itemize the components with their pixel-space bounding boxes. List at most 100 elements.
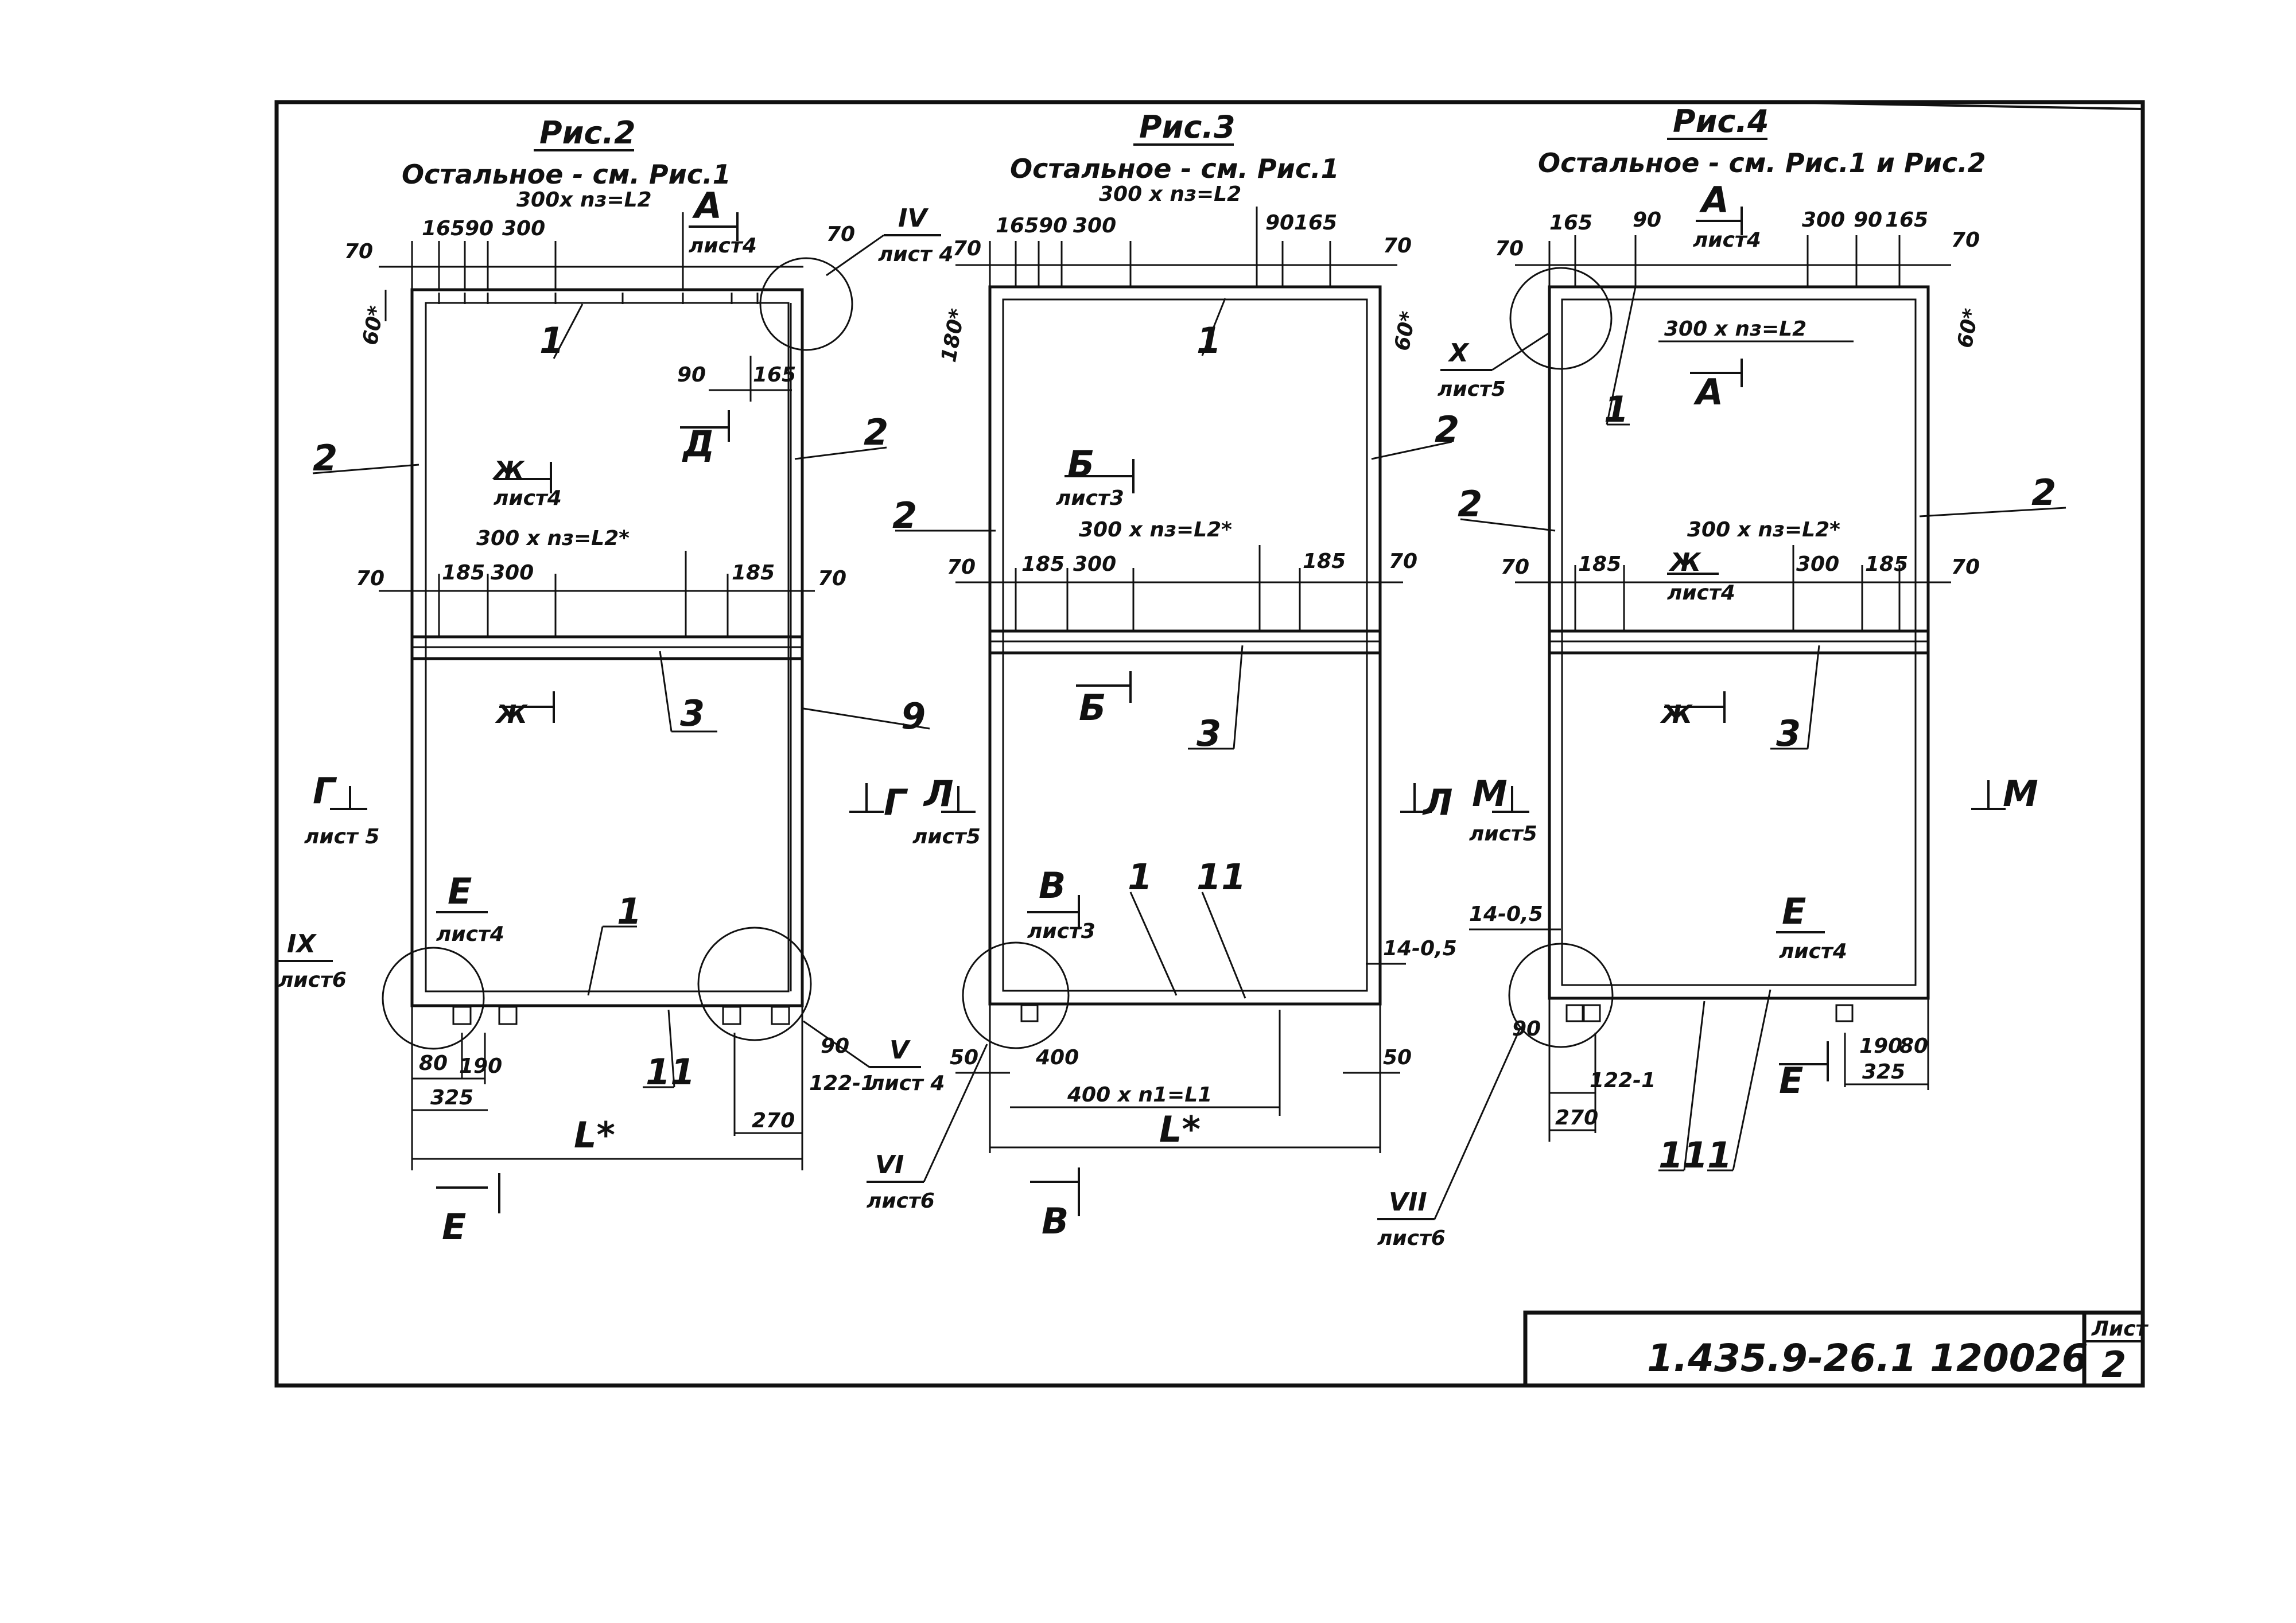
- sheet-number: 2: [2101, 1344, 2126, 1385]
- fig4-bottom-122-1: 122-1: [1590, 1069, 1656, 1092]
- fig3-frame-outer: [988, 285, 1382, 1006]
- fig2-section-g-left-sheet: лист 5: [304, 825, 379, 849]
- fig3-callout-11: 11: [1196, 856, 1246, 898]
- fig2-bottom-270: 270: [752, 1109, 795, 1132]
- title-block: 1.435.9-26.1 120026 Лист 2: [1523, 1310, 2149, 1388]
- fig2-bottom-80: 80: [419, 1052, 448, 1075]
- fig4-title: Рис.4: [1673, 103, 1769, 139]
- fig4-section-m-left: М: [1472, 773, 1508, 815]
- fig2-bottom-90: 90: [821, 1034, 849, 1058]
- fig2-callout-2-right: 2: [864, 411, 888, 453]
- fig3-top-formula: 300 х nз=L2: [1099, 182, 1241, 206]
- fig4-top-formula: 300 х nз=L2: [1664, 317, 1807, 341]
- fig3-callout-3: 3: [1196, 713, 1221, 754]
- fig2-section-a-letter: А: [691, 185, 722, 227]
- fig4-note: Остальное - см. Рис.1 и Рис.2: [1538, 147, 1986, 178]
- fig3-bottom-400: 400: [1035, 1046, 1079, 1069]
- sheet-label: Лист: [2091, 1317, 2149, 1341]
- fig2-mid-185-right: 185: [732, 561, 775, 585]
- fig3-dim-165-left: 165: [996, 214, 1039, 238]
- fig2-section-g-right: Г: [884, 781, 908, 823]
- fig3-dim-90-right: 90: [1265, 211, 1294, 235]
- fig3-mid-300: 300: [1073, 552, 1116, 576]
- fig4-node-vii-circle: [1508, 943, 1614, 1048]
- fig2-section-zh-sheet: лист4: [494, 486, 562, 510]
- fig3-dim-180-vert: 180*: [937, 307, 970, 364]
- fig2-mid-300: 300: [491, 561, 534, 585]
- fig2-mid-185-left: 185: [442, 561, 485, 585]
- fig3-section-b-sheet: лист3: [1056, 486, 1124, 510]
- fig3-section-b-letter: Б: [1067, 443, 1094, 485]
- frame-top-gap: [1767, 101, 2143, 110]
- fig4-callout-1-top: 1: [1604, 388, 1629, 430]
- fig2-section-zh-low: Ж: [495, 700, 528, 729]
- fig2-callout-3: 3: [680, 692, 705, 734]
- fig3-callout-2-left: 2: [892, 495, 917, 536]
- fig3-section-l-left: Л: [923, 773, 954, 815]
- fig2-node-v-sheet: лист 4: [869, 1072, 945, 1095]
- fig2-section-e-bottom: Е: [442, 1206, 466, 1248]
- fig2-callout-11: 11: [646, 1051, 695, 1093]
- fig2-title: Рис.2: [539, 115, 636, 151]
- fig4-node-vii-sheet: лист6: [1377, 1227, 1446, 1250]
- fig4-section-a-sheet: лист4: [1693, 228, 1761, 252]
- fig2-dim-70-left: 70: [344, 240, 373, 263]
- fig4-section-m-right: М: [2003, 773, 2038, 815]
- fig4-dim-60-vert: 60*: [1953, 306, 1983, 349]
- fig4-section-e-inner: Е: [1782, 890, 1806, 932]
- fig2-dim-90: 90: [465, 217, 494, 240]
- fig4-bottom-270: 270: [1555, 1106, 1598, 1130]
- fig4-node-x-circle: [1509, 267, 1613, 370]
- fig3-note: Остальное - см. Рис.1: [1010, 153, 1339, 184]
- fig4-callout-1-bottom: 1: [1707, 1134, 1732, 1176]
- fig3-bottom-14: 14-0,5: [1383, 937, 1457, 960]
- fig2-callout-1-top: 1: [539, 320, 564, 361]
- fig4-bottom-325: 325: [1862, 1060, 1905, 1084]
- fig4-mid-185-right: 185: [1865, 552, 1908, 576]
- fig2-node-iv-roman: IV: [898, 204, 928, 233]
- fig3-grid-formula: 400 х n1=L1: [1067, 1083, 1212, 1107]
- fig2-section-e-inner: Е: [448, 870, 472, 912]
- fig3-dim-90-left: 90: [1039, 214, 1067, 238]
- fig2-node-ix-circle: [382, 947, 485, 1050]
- fig4-node-x-roman: X: [1447, 338, 1470, 368]
- fig2-node-ix-sheet: лист6: [278, 968, 347, 992]
- fig3-dim-300: 300: [1073, 214, 1116, 238]
- fig2-dim-60-vert: 60*: [359, 304, 389, 347]
- fig4-section-zh-sheet: лист4: [1667, 581, 1735, 605]
- fig4-callout-2-right: 2: [2031, 472, 2056, 513]
- fig3-section-l-left-sheet: лист5: [912, 825, 981, 849]
- fig2-node-v-roman: V: [889, 1036, 911, 1065]
- fig3-callout-1-bottom: 1: [1128, 856, 1152, 898]
- fig3-section-v-bottom: В: [1042, 1200, 1069, 1242]
- fig2-section-g-left: Г: [313, 770, 337, 812]
- fig2-note: Остальное - см. Рис.1: [402, 159, 731, 190]
- fig2-callout-9: 9: [901, 695, 926, 737]
- fig4-node-x-sheet: лист5: [1438, 377, 1506, 401]
- fig4-frame-outer: [1548, 285, 1930, 1000]
- fig2-section-zh-letter: Ж: [492, 456, 525, 485]
- fig3-dim-165-right: 165: [1294, 211, 1337, 235]
- fig2-section-d-letter: Д: [682, 423, 714, 465]
- fig3-bottom-50-left: 50: [950, 1046, 978, 1069]
- fig2-section-e-inner-sheet: лист4: [436, 923, 504, 946]
- figure-4: Рис.4 Остальное - см. Рис.1 и Рис.2 70 1…: [1377, 103, 2066, 1250]
- fig2-dim-70-right: 70: [826, 223, 855, 246]
- fig4-dim-165-left: 165: [1549, 211, 1592, 235]
- fig2-node-iv-sheet: лист 4: [878, 243, 953, 266]
- fig3-frame-inner: [1002, 298, 1368, 992]
- fig2-dim-300: 300: [502, 217, 545, 240]
- fig2-bottom-325: 325: [430, 1086, 473, 1110]
- fig2-dim-165: 165: [422, 217, 465, 240]
- fig4-mid-70-left: 70: [1501, 555, 1529, 579]
- fig3-node-vi-circle: [962, 941, 1070, 1049]
- fig2-bottom-122-1: 122-1: [809, 1072, 875, 1095]
- fig3-mid-70-right: 70: [1389, 550, 1417, 573]
- fig4-bottom-90: 90: [1512, 1017, 1541, 1041]
- fig4-dim-70-right: 70: [1951, 228, 1980, 252]
- fig4-dim-90-left: 90: [1633, 208, 1661, 232]
- fig4-section-zh-letter: Ж: [1668, 548, 1701, 577]
- figure-3: Рис.3 Остальное - см. Рис.1 300 х nз=L2 …: [867, 109, 1459, 1242]
- fig2-mid-70-right: 70: [818, 567, 846, 590]
